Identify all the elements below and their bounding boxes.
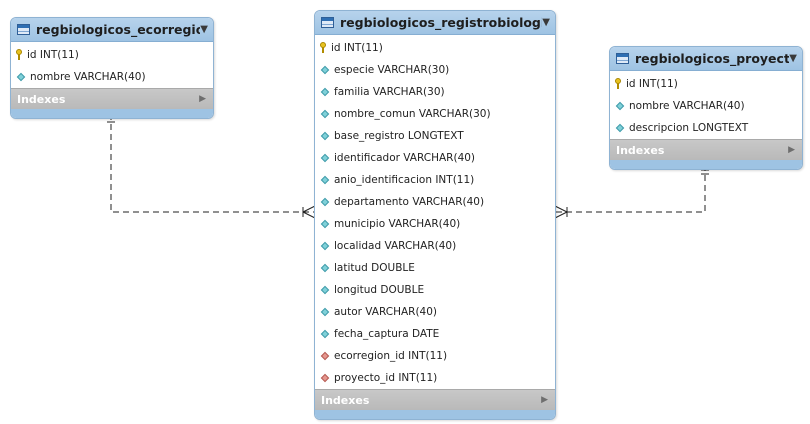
primary-key-icon (15, 49, 23, 61)
column-label: identificador VARCHAR(40) (334, 152, 476, 164)
column-label: base_registro LONGTEXT (334, 130, 464, 142)
table-column[interactable]: municipio VARCHAR(40) (315, 213, 555, 235)
column-diamond-icon (16, 72, 26, 82)
table-column[interactable]: familia VARCHAR(30) (315, 81, 555, 103)
column-label: nombre VARCHAR(40) (30, 71, 146, 83)
table-column[interactable]: longitud DOUBLE (315, 279, 555, 301)
table-column[interactable]: nombre VARCHAR(40) (11, 66, 213, 88)
table-icon (321, 17, 334, 28)
indexes-label: Indexes (17, 92, 66, 106)
expand-arrow-icon[interactable]: ▶ (199, 94, 206, 104)
column-diamond-icon (320, 109, 330, 119)
table-registrobiologico[interactable]: regbiologicos_registrobiologico ▼ id INT… (314, 10, 556, 420)
table-column[interactable]: base_registro LONGTEXT (315, 125, 555, 147)
column-diamond-icon (320, 219, 330, 229)
indexes-label: Indexes (321, 393, 370, 407)
indexes-section[interactable]: Indexes ▶ (11, 88, 213, 109)
primary-key-icon (319, 42, 327, 54)
column-label: municipio VARCHAR(40) (334, 218, 461, 230)
table-column[interactable]: nombre VARCHAR(40) (610, 95, 802, 117)
primary-key-column[interactable]: id INT(11) (315, 37, 555, 59)
table-column[interactable]: fecha_captura DATE (315, 323, 555, 345)
table-column[interactable]: anio_identificacion INT(11) (315, 169, 555, 191)
table-column[interactable]: localidad VARCHAR(40) (315, 235, 555, 257)
column-label: id INT(11) (27, 49, 79, 61)
table-column[interactable]: autor VARCHAR(40) (315, 301, 555, 323)
column-diamond-icon (320, 153, 330, 163)
table-column[interactable]: especie VARCHAR(30) (315, 59, 555, 81)
table-column[interactable]: descripcion LONGTEXT (610, 117, 802, 139)
column-label: id INT(11) (331, 42, 383, 54)
column-diamond-icon (320, 285, 330, 295)
dropdown-arrow-icon[interactable]: ▼ (542, 17, 550, 28)
column-label: autor VARCHAR(40) (334, 306, 438, 318)
table-column[interactable]: identificador VARCHAR(40) (315, 147, 555, 169)
column-label: nombre_comun VARCHAR(30) (334, 108, 491, 120)
table-proyecto[interactable]: regbiologicos_proyecto ▼ id INT(11) nombr… (609, 46, 803, 170)
column-list: id INT(11) especie VARCHAR(30) familia VAR… (315, 35, 555, 389)
column-diamond-icon (320, 241, 330, 251)
column-label: longitud DOUBLE (334, 284, 425, 296)
table-header[interactable]: regbiologicos_registrobiologico ▼ (315, 11, 555, 35)
table-ecorregion[interactable]: regbiologicos_ecorregion ▼ id INT(11) nom… (10, 17, 214, 119)
column-label: ecorregion_id INT(11) (334, 350, 448, 362)
table-icon (616, 53, 629, 64)
table-title: regbiologicos_ecorregion (36, 22, 201, 37)
column-label: anio_identificacion INT(11) (334, 174, 475, 186)
foreign-key-diamond-icon (320, 351, 330, 361)
table-header[interactable]: regbiologicos_proyecto ▼ (610, 47, 802, 71)
column-diamond-icon (320, 175, 330, 185)
table-footer (11, 109, 213, 118)
column-diamond-icon (320, 65, 330, 75)
column-diamond-icon (320, 329, 330, 339)
foreign-key-column[interactable]: ecorregion_id INT(11) (315, 345, 555, 367)
column-diamond-icon (615, 101, 625, 111)
column-label: localidad VARCHAR(40) (334, 240, 457, 252)
column-list: id INT(11) nombre VARCHAR(40) (11, 42, 213, 88)
table-title: regbiologicos_registrobiologico (340, 15, 543, 30)
column-diamond-icon (320, 87, 330, 97)
foreign-key-column[interactable]: proyecto_id INT(11) (315, 367, 555, 389)
indexes-label: Indexes (616, 143, 665, 157)
foreign-key-diamond-icon (320, 373, 330, 383)
column-diamond-icon (320, 197, 330, 207)
column-diamond-icon (320, 131, 330, 141)
dropdown-arrow-icon[interactable]: ▼ (789, 53, 797, 64)
column-label: proyecto_id INT(11) (334, 372, 438, 384)
primary-key-column[interactable]: id INT(11) (610, 73, 802, 95)
column-label: latitud DOUBLE (334, 262, 415, 274)
table-title: regbiologicos_proyecto (635, 51, 790, 66)
table-header[interactable]: regbiologicos_ecorregion ▼ (11, 18, 213, 42)
primary-key-column[interactable]: id INT(11) (11, 44, 213, 66)
column-label: nombre VARCHAR(40) (629, 100, 745, 112)
column-diamond-icon (615, 123, 625, 133)
column-label: especie VARCHAR(30) (334, 64, 450, 76)
column-label: descripcion LONGTEXT (629, 122, 749, 134)
column-label: departamento VARCHAR(40) (334, 196, 485, 208)
table-icon (17, 24, 30, 35)
column-label: familia VARCHAR(30) (334, 86, 445, 98)
table-column[interactable]: departamento VARCHAR(40) (315, 191, 555, 213)
table-footer (610, 160, 802, 169)
primary-key-icon (614, 78, 622, 90)
indexes-section[interactable]: Indexes ▶ (610, 139, 802, 160)
column-label: fecha_captura DATE (334, 328, 440, 340)
table-column[interactable]: nombre_comun VARCHAR(30) (315, 103, 555, 125)
column-label: id INT(11) (626, 78, 678, 90)
relationship-ecorregion-registro (107, 114, 316, 219)
table-column[interactable]: latitud DOUBLE (315, 257, 555, 279)
dropdown-arrow-icon[interactable]: ▼ (200, 24, 208, 35)
indexes-section[interactable]: Indexes ▶ (315, 389, 555, 410)
column-diamond-icon (320, 307, 330, 317)
relationship-proyecto-registro (554, 165, 709, 219)
column-diamond-icon (320, 263, 330, 273)
table-footer (315, 410, 555, 419)
expand-arrow-icon[interactable]: ▶ (541, 395, 548, 405)
expand-arrow-icon[interactable]: ▶ (788, 145, 795, 155)
column-list: id INT(11) nombre VARCHAR(40) descripcion … (610, 71, 802, 139)
